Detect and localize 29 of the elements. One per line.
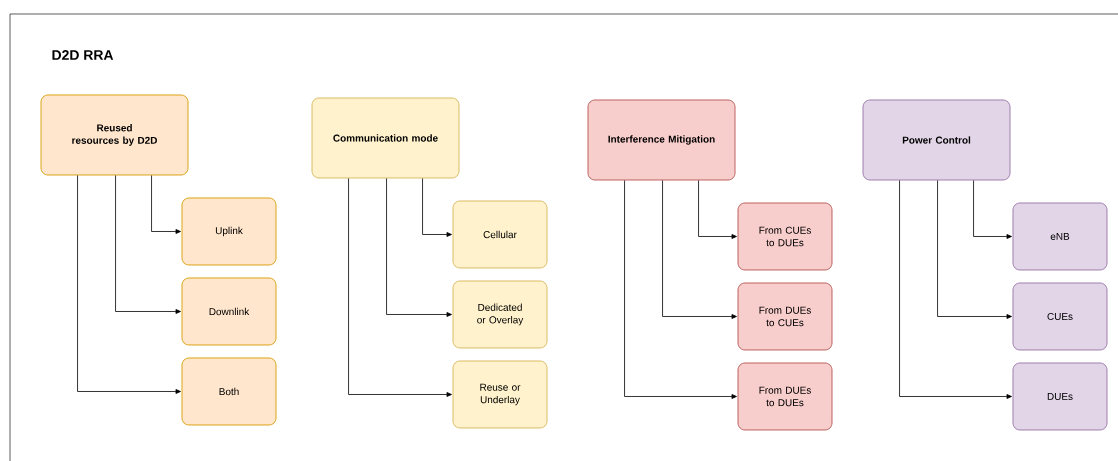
- arrow: [77, 175, 181, 394]
- title: D2D RRA: [52, 50, 114, 60]
- arrow: [899, 180, 1012, 399]
- category-box: Power Control: [862, 99, 1011, 181]
- item-box: CUEs: [1012, 282, 1108, 351]
- arrow: [115, 175, 181, 314]
- arrow: [151, 175, 181, 234]
- item-box: Both: [181, 357, 277, 426]
- item-box: DUEs: [1012, 362, 1108, 431]
- arrow: [348, 178, 452, 397]
- arrow: [624, 180, 737, 399]
- category-box: Interference Mitigation: [587, 99, 736, 181]
- arrow: [698, 180, 737, 239]
- item-box: eNB: [1012, 202, 1108, 271]
- arrow: [422, 178, 452, 237]
- arrow: [662, 180, 737, 319]
- item-box: Uplink: [181, 197, 277, 266]
- item-box: Downlink: [181, 277, 277, 346]
- arrow: [937, 180, 1012, 319]
- arrow: [386, 178, 452, 317]
- category-box: Communication mode: [311, 97, 460, 179]
- item-box: Reuse or Underlay: [452, 360, 548, 429]
- item-box: Cellular: [452, 200, 548, 269]
- item-box: Dedicated or Overlay: [452, 280, 548, 349]
- item-box: From DUEs to CUEs: [737, 282, 833, 351]
- arrow: [973, 180, 1012, 239]
- item-box: From CUEs to DUEs: [737, 202, 833, 271]
- item-box: From DUEs to DUEs: [737, 362, 833, 431]
- category-box: Reused resources by D2D: [40, 94, 189, 176]
